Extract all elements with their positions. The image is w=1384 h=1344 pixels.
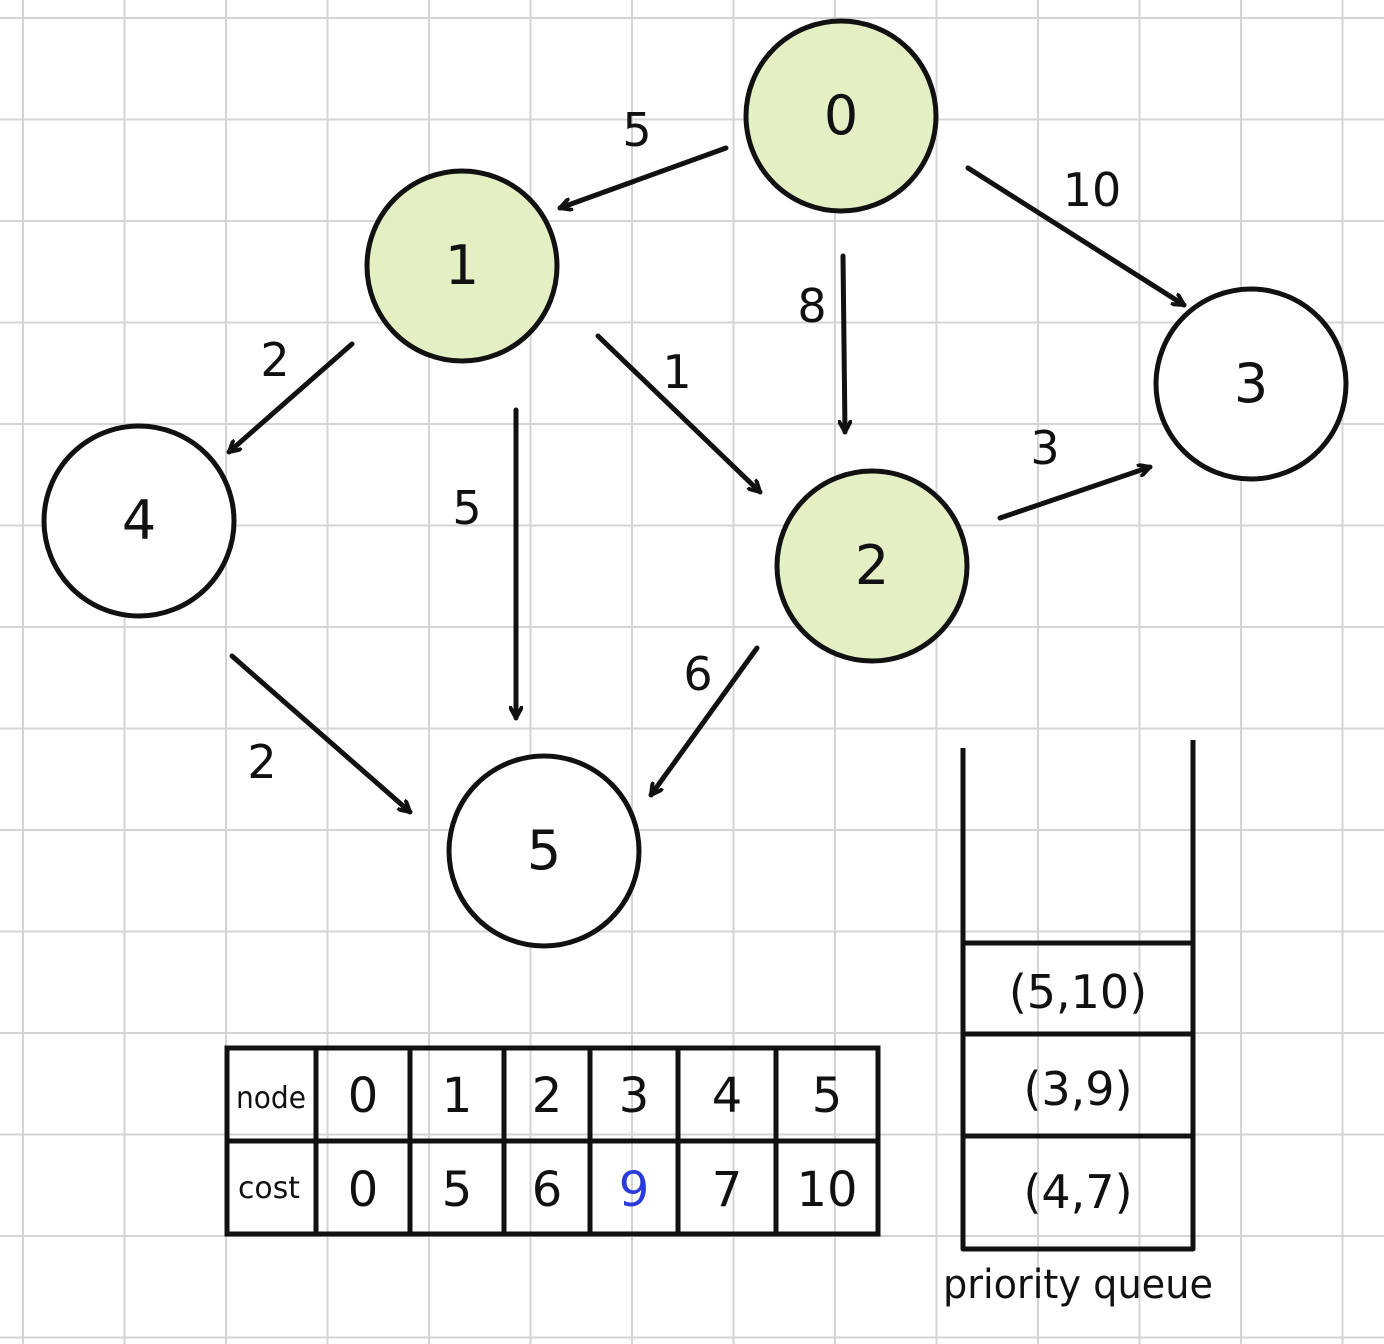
- graph-node-label: 3: [1234, 352, 1268, 415]
- table-cost-cell: 6: [532, 1162, 563, 1218]
- graph-node-label: 4: [122, 489, 156, 552]
- priority-queue: (5,10) (3,9) (4,7) priority queue: [943, 740, 1213, 1308]
- edge-weight-1-4: 2: [260, 333, 289, 387]
- edge-arrow-1-4: [226, 341, 355, 455]
- queue-item: (4,7): [1023, 1165, 1132, 1219]
- graph-node-1: [364, 168, 560, 364]
- table-node-cell: 5: [812, 1068, 843, 1124]
- table-cost-cell: 7: [712, 1162, 743, 1218]
- edge-weight-2-5: 6: [683, 647, 712, 701]
- edge-weight-labels: 5 8 10 2 5 1 3 6 2: [247, 103, 1121, 789]
- edge-weight-0-2: 8: [797, 279, 826, 333]
- graph-node-0: [743, 18, 939, 214]
- graph-node-5: [446, 753, 642, 949]
- table-row-label: cost: [238, 1171, 300, 1206]
- edge-weight-0-3: 10: [1063, 163, 1122, 217]
- graph-node-label: 0: [824, 84, 858, 147]
- queue-item: (5,10): [1009, 965, 1147, 1019]
- table-cost-cell: 0: [348, 1162, 379, 1218]
- edge-arrow-0-3: [965, 165, 1187, 308]
- table-cost-cell: 5: [442, 1162, 473, 1218]
- edge-arrow-2-3: [997, 467, 1153, 521]
- queue-item: (3,9): [1023, 1062, 1132, 1116]
- graph-node-label: 1: [445, 234, 479, 297]
- graph-node-3: [1153, 286, 1349, 482]
- graph-node-label: 5: [527, 819, 561, 882]
- table-node-cell: 4: [712, 1068, 743, 1124]
- table-node-cell: 0: [348, 1068, 379, 1124]
- edge-arrow-2-5: [648, 645, 760, 798]
- table-node-cell: 2: [532, 1068, 563, 1124]
- graph-node-label: 2: [855, 534, 889, 597]
- table-header-label: node: [236, 1081, 306, 1116]
- edges: [226, 145, 1187, 815]
- edge-weight-4-5: 2: [247, 735, 276, 789]
- edge-arrow-0-1: [557, 145, 729, 208]
- edge-arrow-4-5: [229, 653, 413, 815]
- edge-weight-2-3: 3: [1030, 421, 1059, 475]
- table-cost-cell: 10: [796, 1162, 857, 1218]
- edge-weight-1-2: 1: [662, 345, 691, 399]
- graph-node-4: [41, 423, 237, 619]
- table-cost-cell: 9: [619, 1162, 650, 1218]
- graph-node-2: [774, 468, 970, 664]
- priority-queue-label: priority queue: [943, 1262, 1213, 1308]
- edge-arrow-0-2: [843, 253, 845, 435]
- table-node-cell: 3: [619, 1068, 650, 1124]
- table-node-cell: 1: [442, 1068, 473, 1124]
- edge-weight-0-1: 5: [622, 103, 651, 157]
- graph-nodes: 0 1 2 3 4 5: [41, 18, 1349, 949]
- edge-weight-1-5: 5: [452, 481, 481, 535]
- edge-arrow-1-2: [595, 333, 763, 495]
